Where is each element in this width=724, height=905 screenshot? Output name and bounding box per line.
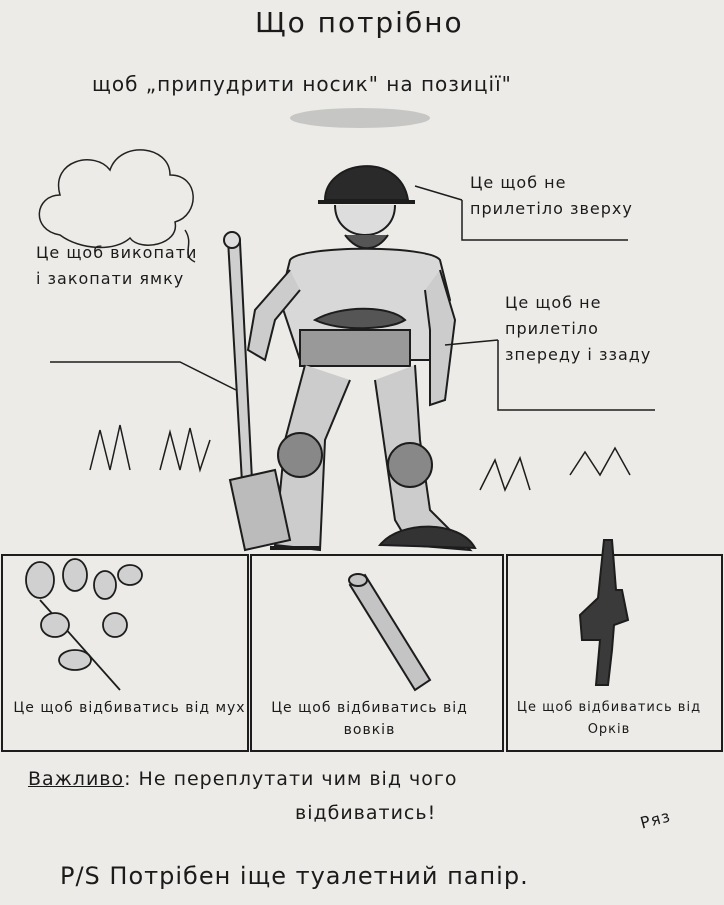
important-text: : Не переплутати чим від чого xyxy=(124,768,458,790)
panel-caption-wolves: Це щоб відбиватись від вовків xyxy=(271,700,468,738)
helmet-icon xyxy=(323,165,410,201)
helmet-callout: Це щоб не прилетіло зверху xyxy=(470,173,633,218)
vest-callout: Це щоб не прилетіло зпереду і ззаду xyxy=(505,293,652,364)
grass-decoration xyxy=(89,424,631,493)
title-line-2: щоб „припудрити носик" на позиції" xyxy=(92,72,512,96)
plant-icon xyxy=(25,558,143,691)
callout-lines xyxy=(50,185,655,411)
title-line-1: Що потрібно xyxy=(255,6,464,39)
panel-frames xyxy=(1,554,723,752)
stick-icon xyxy=(348,573,432,692)
cloud-icon xyxy=(38,149,194,249)
rifle-icon xyxy=(578,539,630,686)
shovel-callout: Це щоб викопати і закопати ямку xyxy=(36,243,198,288)
soldier-figure xyxy=(246,165,477,552)
shovel-icon xyxy=(223,231,292,552)
important-key: Важливо xyxy=(28,768,125,790)
panel-caption-orcs: Це щоб відбиватись від Орків xyxy=(516,700,702,737)
important-note: Важливо: Не переплутати чим від чого xyxy=(28,768,457,790)
important-note-line-2: відбиватись! xyxy=(295,802,437,824)
panel-caption-flies: Це щоб відбиватись від мух xyxy=(13,700,246,716)
postscript: P/S Потрібен іще туалетний папір. xyxy=(60,862,529,890)
